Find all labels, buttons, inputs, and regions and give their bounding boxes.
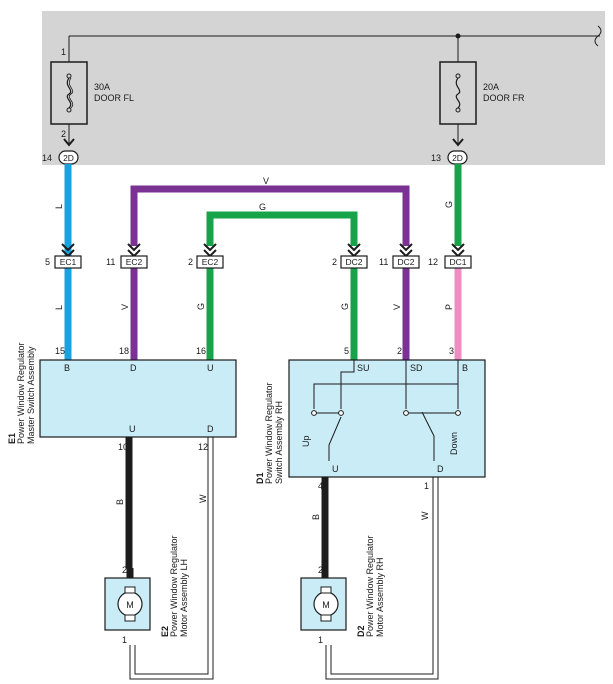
master-switch-name-1: Power Window Regulator — [16, 342, 26, 444]
rh-switch-name-1: Power Window Regulator — [264, 382, 274, 484]
rh-terminal-sd: SD — [410, 363, 423, 373]
rh-switch-name-2: Switch Assembly RH — [274, 401, 284, 484]
master-switch-box — [39, 359, 237, 438]
wire-w-lh-outer — [134, 437, 209, 675]
connector-dc2-g: DC2 — [340, 243, 368, 269]
motor-lh-name-1: Power Window Regulator — [169, 535, 179, 637]
motor-lh-symbol: M — [126, 600, 134, 610]
ec2-v-pin: 11 — [106, 257, 115, 267]
motor-rh-code: D2 — [356, 625, 366, 637]
motor-lh-top-pin: 2 — [122, 565, 127, 575]
rh-terminal-b: B — [462, 363, 468, 373]
wire-label-g-right: G — [340, 303, 350, 310]
ec1-pin: 5 — [45, 257, 50, 267]
connector-dc2-v: DC2 — [392, 243, 420, 269]
junction-fr-pin: 13 — [431, 153, 441, 163]
wire-w-lh-inner — [129, 437, 214, 680]
junction-fl-pin: 14 — [42, 153, 52, 163]
rh-switch-contacts — [313, 360, 459, 461]
motor-rh: M — [300, 577, 347, 631]
master-terminal-b: B — [64, 363, 70, 373]
rh-switch-code: D1 — [255, 472, 265, 484]
rh-b-pin: 3 — [449, 346, 454, 356]
rh-up-label: Up — [301, 435, 311, 447]
fuse-fl-out-pin: 2 — [61, 129, 66, 139]
master-terminal-out-d: D — [207, 424, 214, 434]
master-terminal-out-u: U — [129, 424, 136, 434]
connector-dc1: DC1 — [444, 243, 472, 269]
wire-g-crossover — [206, 211, 358, 246]
ec2-g-pin: 2 — [188, 257, 193, 267]
wire-label-w-rh: W — [420, 511, 430, 520]
wire-label-v-top: V — [263, 176, 269, 186]
connector-ec2-g-label: EC2 — [202, 257, 219, 267]
fuse-fr-rating: 20A — [483, 82, 499, 92]
wire-w-rh-inner — [325, 477, 439, 680]
rh-terminal-out-u: U — [332, 464, 339, 474]
master-out-u-pin: 10 — [118, 442, 128, 452]
motor-rh-name-1: Power Window Regulator — [365, 535, 375, 637]
connector-ec2-v: EC2 — [120, 243, 148, 269]
fuse-fl-name: DOOR FL — [94, 93, 134, 103]
wire-label-g-fr: G — [444, 201, 454, 208]
motor-rh-bottom-pin: 1 — [318, 635, 323, 645]
rh-terminal-su: SU — [357, 363, 370, 373]
dc2-g-pin: 2 — [332, 257, 337, 267]
connector-ec1: EC1 — [54, 243, 82, 269]
connector-dc2-g-label: DC2 — [345, 257, 362, 267]
wire-label-p: P — [444, 304, 454, 310]
wire-w-rh-outer — [330, 477, 434, 675]
motor-lh-name-2: Motor Assembly LH — [179, 559, 189, 637]
bus-break-symbol — [594, 25, 602, 47]
rh-out-u-pin: 4 — [318, 481, 323, 491]
rh-down-label: Down — [449, 432, 459, 455]
wire-label-w-lh: W — [198, 494, 208, 503]
motor-lh: M — [104, 577, 151, 631]
connector-dc2-v-label: DC2 — [397, 257, 414, 267]
motor-rh-top-pin: 2 — [318, 565, 323, 575]
wire-v-crossover — [130, 185, 410, 246]
motor-lh-bottom-pin: 1 — [122, 635, 127, 645]
connector-2d-fr-label: 2D — [452, 153, 463, 163]
junction-block-panel — [42, 11, 605, 165]
wire-label-l-bottom: L — [54, 305, 64, 310]
motor-rh-symbol: M — [322, 600, 330, 610]
master-d-pin: 18 — [119, 346, 129, 356]
master-terminal-d: D — [130, 363, 137, 373]
wire-label-b-rh: B — [311, 514, 321, 520]
dc1-pin: 12 — [428, 257, 438, 267]
wire-label-l-top: L — [54, 204, 64, 209]
connector-ec1-label: EC1 — [60, 257, 77, 267]
connector-2d-fl-label: 2D — [63, 153, 74, 163]
rh-sd-pin: 2 — [397, 346, 402, 356]
master-u-pin: 16 — [196, 346, 206, 356]
master-switch-code: E1 — [7, 433, 17, 444]
fuse-fr-name: DOOR FR — [483, 93, 525, 103]
master-terminal-u: U — [207, 363, 214, 373]
motor-lh-code: E2 — [160, 626, 170, 637]
wire-label-b-lh: B — [115, 499, 125, 505]
master-switch-name-2: Master Switch Assembly — [26, 346, 36, 444]
wire-label-g-top: G — [259, 202, 266, 212]
dc2-v-pin: 11 — [379, 257, 388, 267]
wire-label-v-left: V — [120, 304, 130, 310]
rh-su-pin: 5 — [344, 346, 349, 356]
rh-terminal-out-d: D — [437, 464, 444, 474]
motor-rh-name-2: Motor Assembly RH — [375, 557, 385, 637]
rh-switch-box — [288, 359, 486, 478]
wire-label-g-left: G — [196, 303, 206, 310]
wire-label-v-right: V — [392, 304, 402, 310]
rh-switch-contact-points — [311, 410, 461, 416]
connector-ec2-v-label: EC2 — [126, 257, 143, 267]
fuse-fl-rating: 30A — [94, 82, 110, 92]
rh-out-d-pin: 1 — [424, 481, 429, 491]
master-out-d-pin: 12 — [198, 442, 208, 452]
master-b-pin: 15 — [55, 346, 65, 356]
connector-2d-fl: 2D — [58, 138, 79, 165]
connector-ec2-g: EC2 — [196, 243, 224, 269]
connector-2d-fr: 2D — [447, 138, 468, 165]
connector-dc1-label: DC1 — [449, 257, 466, 267]
fuse-fl-in-pin: 1 — [61, 47, 66, 57]
